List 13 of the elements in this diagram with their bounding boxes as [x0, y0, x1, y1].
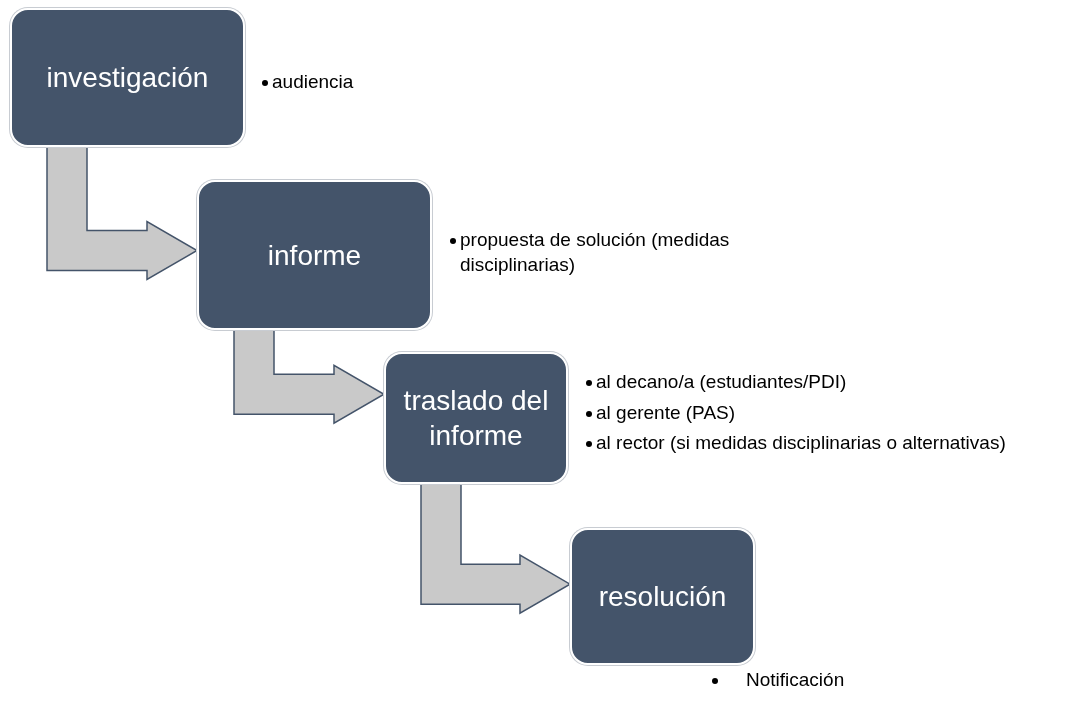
bullet-note: Notificación	[746, 668, 845, 692]
bent-arrow	[420, 483, 572, 615]
bullet-note: al decano/a (estudiantes/PDI)	[596, 370, 847, 394]
bullet-note: audiencia	[272, 70, 354, 94]
bullet-note: al gerente (PAS)	[596, 400, 736, 425]
bent-arrow	[46, 146, 199, 281]
bent-arrow	[233, 329, 386, 425]
process-box: traslado del informe	[384, 352, 568, 484]
process-box: resolución	[570, 528, 755, 665]
bullet-note: propuesta de solución (medidas disciplinarias)	[460, 228, 731, 277]
bullet-note: al rector (si medidas disciplinarias o alternativas)	[596, 431, 1006, 456]
process-box: informe	[197, 180, 432, 330]
process-box: investigación	[10, 8, 245, 147]
